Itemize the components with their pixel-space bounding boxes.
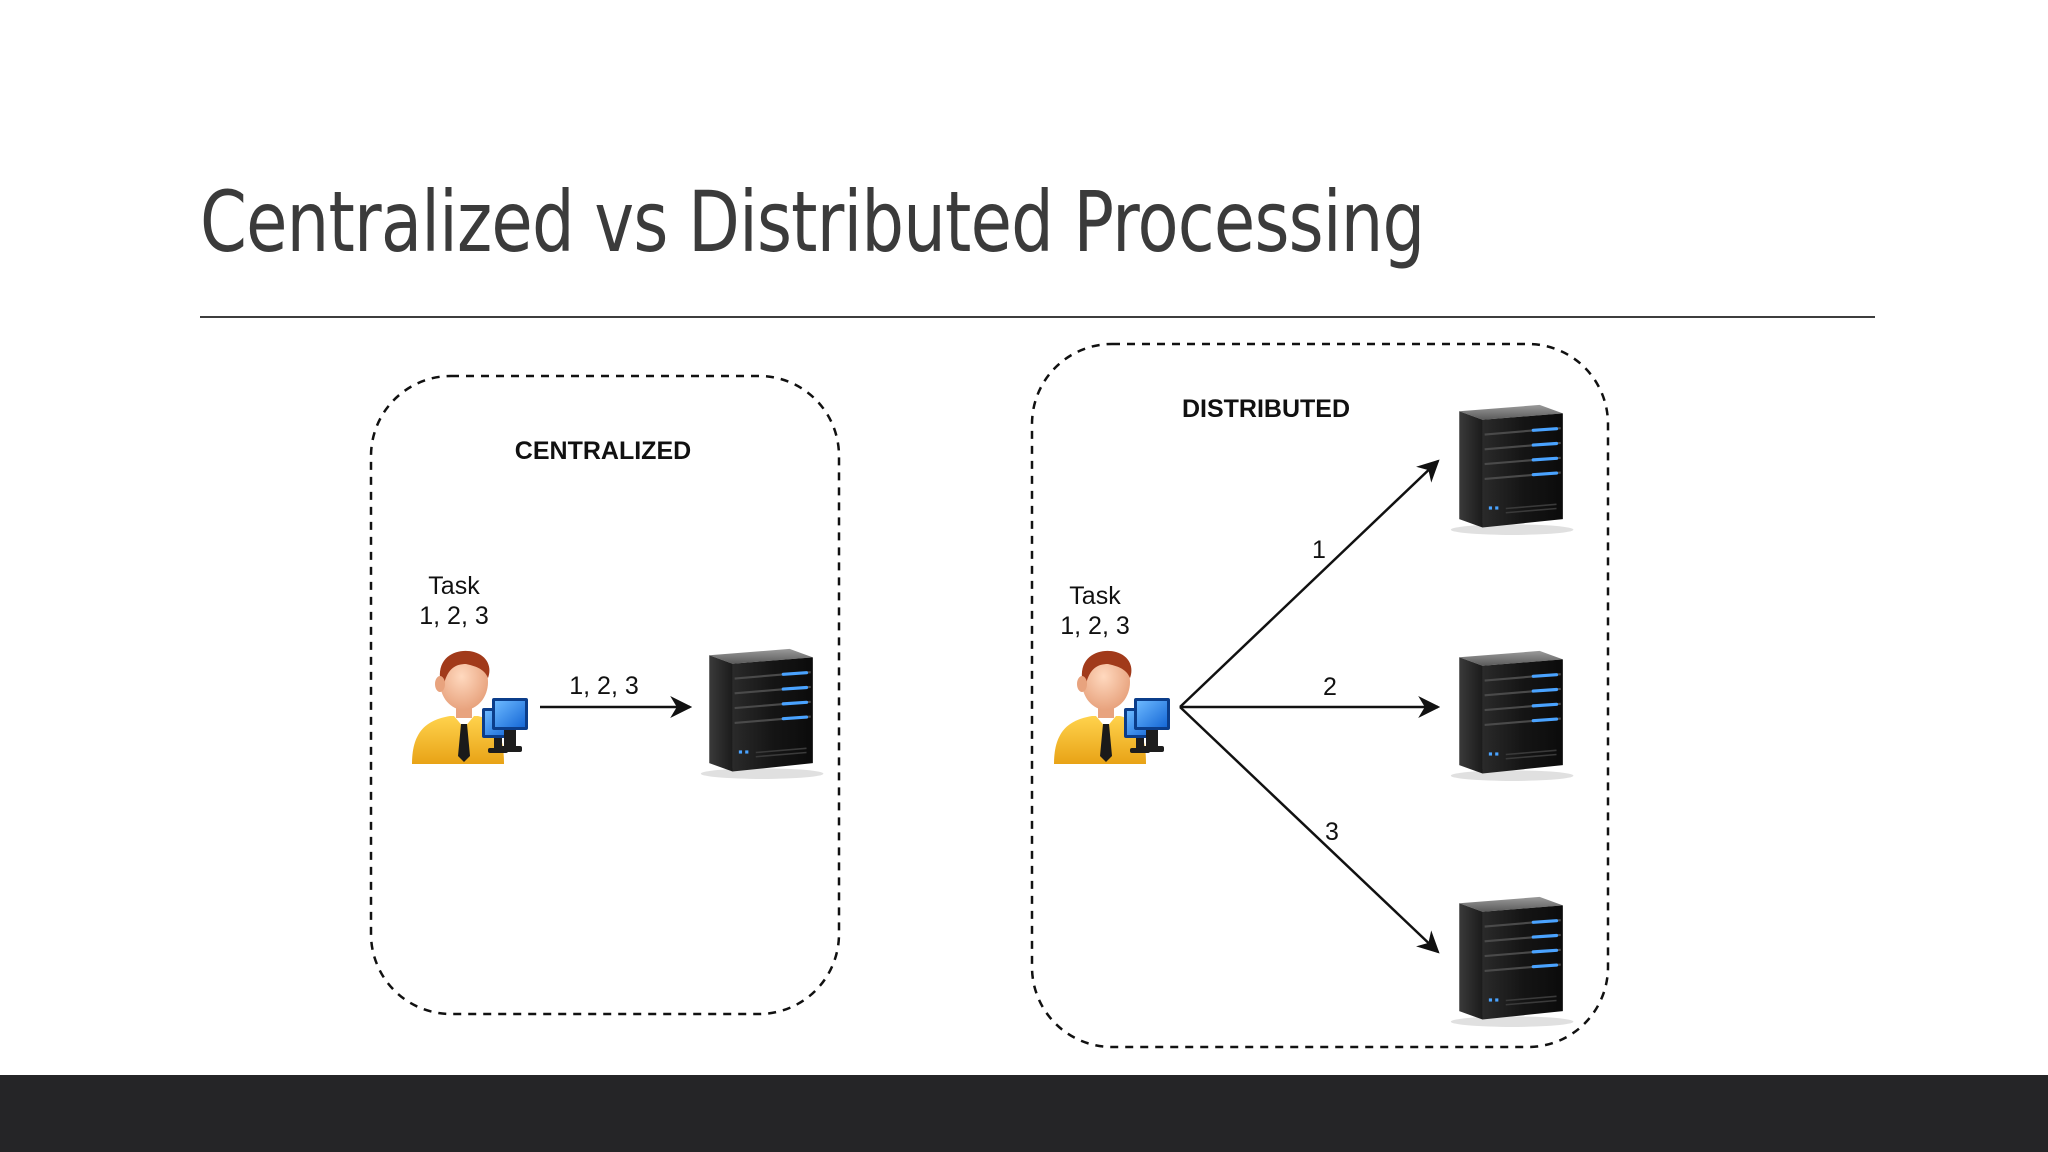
centralized-box [369, 374, 841, 1016]
distributed-task-items: 1, 2, 3 [1060, 612, 1130, 640]
centralized-panel: CENTRALIZED Task 1, 2, 3 1, 2, 3 [369, 374, 841, 1016]
server-icon [1449, 895, 1576, 1028]
centralized-task-items: 1, 2, 3 [419, 602, 489, 630]
centralized-task-label: Task [428, 572, 480, 600]
slide-title: Centralized vs Distributed Processing [200, 173, 1425, 271]
centralized-arrow-label: 1, 2, 3 [569, 672, 639, 700]
distributed-arrow-label-2: 2 [1323, 673, 1337, 701]
user-at-computer-icon [412, 650, 528, 764]
centralized-heading: CENTRALIZED [515, 437, 691, 465]
footer-bar [0, 1075, 2048, 1152]
user-at-computer-icon [1054, 650, 1170, 764]
server-icon [699, 647, 826, 780]
distributed-panel: DISTRIBUTED Task 1, 2, 3 1 2 3 [1030, 342, 1610, 1049]
distributed-heading: DISTRIBUTED [1182, 395, 1350, 423]
server-icon [1449, 649, 1576, 782]
distributed-arrow-3 [1179, 706, 1440, 954]
distributed-arrow-1 [1179, 459, 1440, 708]
distributed-task-label: Task [1069, 582, 1121, 610]
title-divider [200, 316, 1875, 318]
server-icon [1449, 403, 1576, 536]
distributed-arrow-label-3: 3 [1325, 818, 1339, 846]
distributed-arrow-label-1: 1 [1312, 536, 1326, 564]
distributed-box [1030, 342, 1610, 1049]
